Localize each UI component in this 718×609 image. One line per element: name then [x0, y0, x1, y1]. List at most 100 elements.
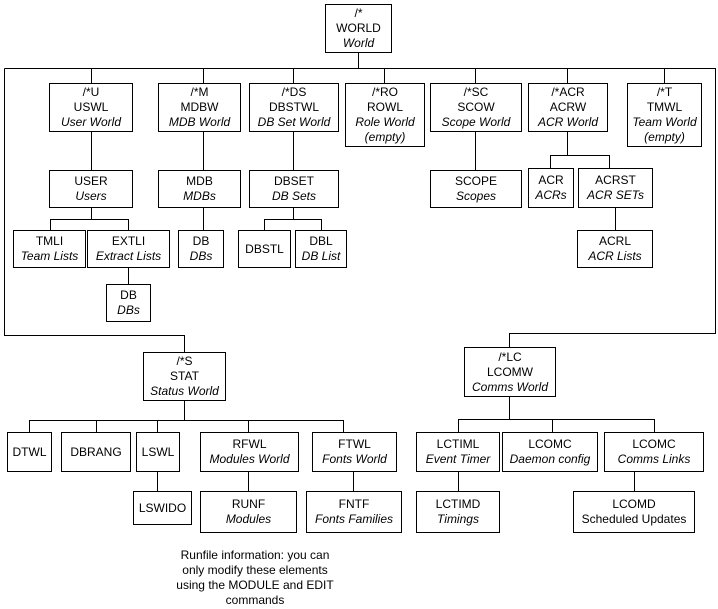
node-lswido: LSWIDO — [133, 491, 192, 525]
node-label: Event Timer — [425, 452, 491, 466]
node-label: Modules — [225, 512, 272, 526]
node-label: ACR — [538, 173, 564, 187]
node-label: DBSTWL — [268, 100, 319, 114]
node-label: MDBs — [183, 189, 216, 203]
node-label: ACRW — [549, 100, 587, 114]
connector-acrw-children — [550, 132, 610, 168]
node-label: FNTF — [338, 497, 370, 511]
node-dbrang: DBRANG — [61, 432, 131, 472]
node-label: Modules World — [209, 452, 290, 466]
node-label: /*T — [656, 85, 673, 99]
node-dtwl: DTWL — [7, 432, 52, 472]
note-line: using the MODULE and EDIT — [176, 578, 334, 592]
node-label: SCOPE — [454, 174, 497, 188]
node-label: MDBW — [180, 100, 219, 114]
node-label: (empty) — [364, 130, 406, 144]
node-label: Extract Lists — [95, 249, 162, 263]
node-label: STAT — [170, 369, 199, 383]
note-line: Runfile information: you can — [180, 548, 330, 562]
node-label: /*DS — [281, 85, 307, 99]
node-label: User World — [60, 115, 121, 129]
runfile-note: Runfile information: you can only modify… — [160, 548, 350, 608]
node-label: Team World — [632, 115, 697, 129]
node-label: ROWL — [367, 100, 403, 114]
node-label: DB — [192, 234, 210, 248]
node-label: DBRANG — [70, 444, 122, 459]
node-label: Team Lists — [20, 249, 79, 263]
node-label: Scheduled Updates — [581, 512, 687, 526]
node-lswl: LSWL — [136, 432, 180, 472]
node-label: ACRL — [598, 234, 631, 248]
node-label: ACR SETs — [587, 188, 644, 202]
node-label: MDB World — [168, 115, 231, 129]
node-label: MDB — [186, 174, 213, 188]
node-label: DB Sets — [271, 189, 316, 203]
connector-user-children — [50, 208, 129, 230]
node-label: LSWIDO — [138, 500, 187, 515]
node-label: LCOMC — [632, 437, 676, 451]
node-label: Role World — [355, 115, 415, 129]
node-label: Users — [75, 189, 107, 203]
node-label: /*M — [190, 85, 209, 99]
node-label: ACR Lists — [588, 249, 642, 263]
node-label: ACRs — [535, 188, 567, 202]
node-label: Scope World — [441, 115, 511, 129]
node-label: EXTLI — [111, 234, 146, 248]
node-label: Scopes — [455, 189, 497, 203]
note-line: commands — [225, 593, 285, 607]
node-label: DBL — [309, 234, 333, 248]
node-label: /*S — [176, 354, 193, 368]
node-label: DB List — [301, 249, 341, 263]
node-label: DB Set World — [257, 115, 331, 129]
node-label: TMLI — [35, 234, 64, 248]
node-label: DBSET — [273, 174, 314, 188]
node-label: DTWL — [12, 444, 47, 459]
node-label: /*SC — [463, 85, 489, 99]
node-label: DBs — [189, 249, 213, 263]
node-label: /*U — [82, 85, 100, 99]
node-label: DBs — [117, 303, 140, 317]
node-label: Comms World — [471, 379, 548, 394]
connector-stat-children — [29, 401, 344, 432]
node-label: Status World — [150, 384, 219, 398]
node-label: /*LC — [498, 349, 522, 364]
node-label: Comms Links — [617, 452, 691, 466]
node-label: Fonts World — [322, 452, 387, 466]
node-label: RUNF — [231, 497, 266, 511]
node-label: LCTIML — [436, 437, 480, 451]
node-label: LCOMD — [612, 497, 656, 511]
frame-right — [4, 68, 716, 347]
node-label: DBSTL — [245, 241, 284, 256]
node-label: RFWL — [232, 437, 267, 451]
node-label: /* — [354, 6, 363, 20]
node-label: LCTIMD — [435, 497, 481, 511]
node-label: Daemon config — [509, 452, 591, 466]
node-label: Timings — [437, 512, 479, 526]
node-label: (empty) — [644, 130, 685, 144]
connector-lcomw-children — [458, 397, 655, 432]
